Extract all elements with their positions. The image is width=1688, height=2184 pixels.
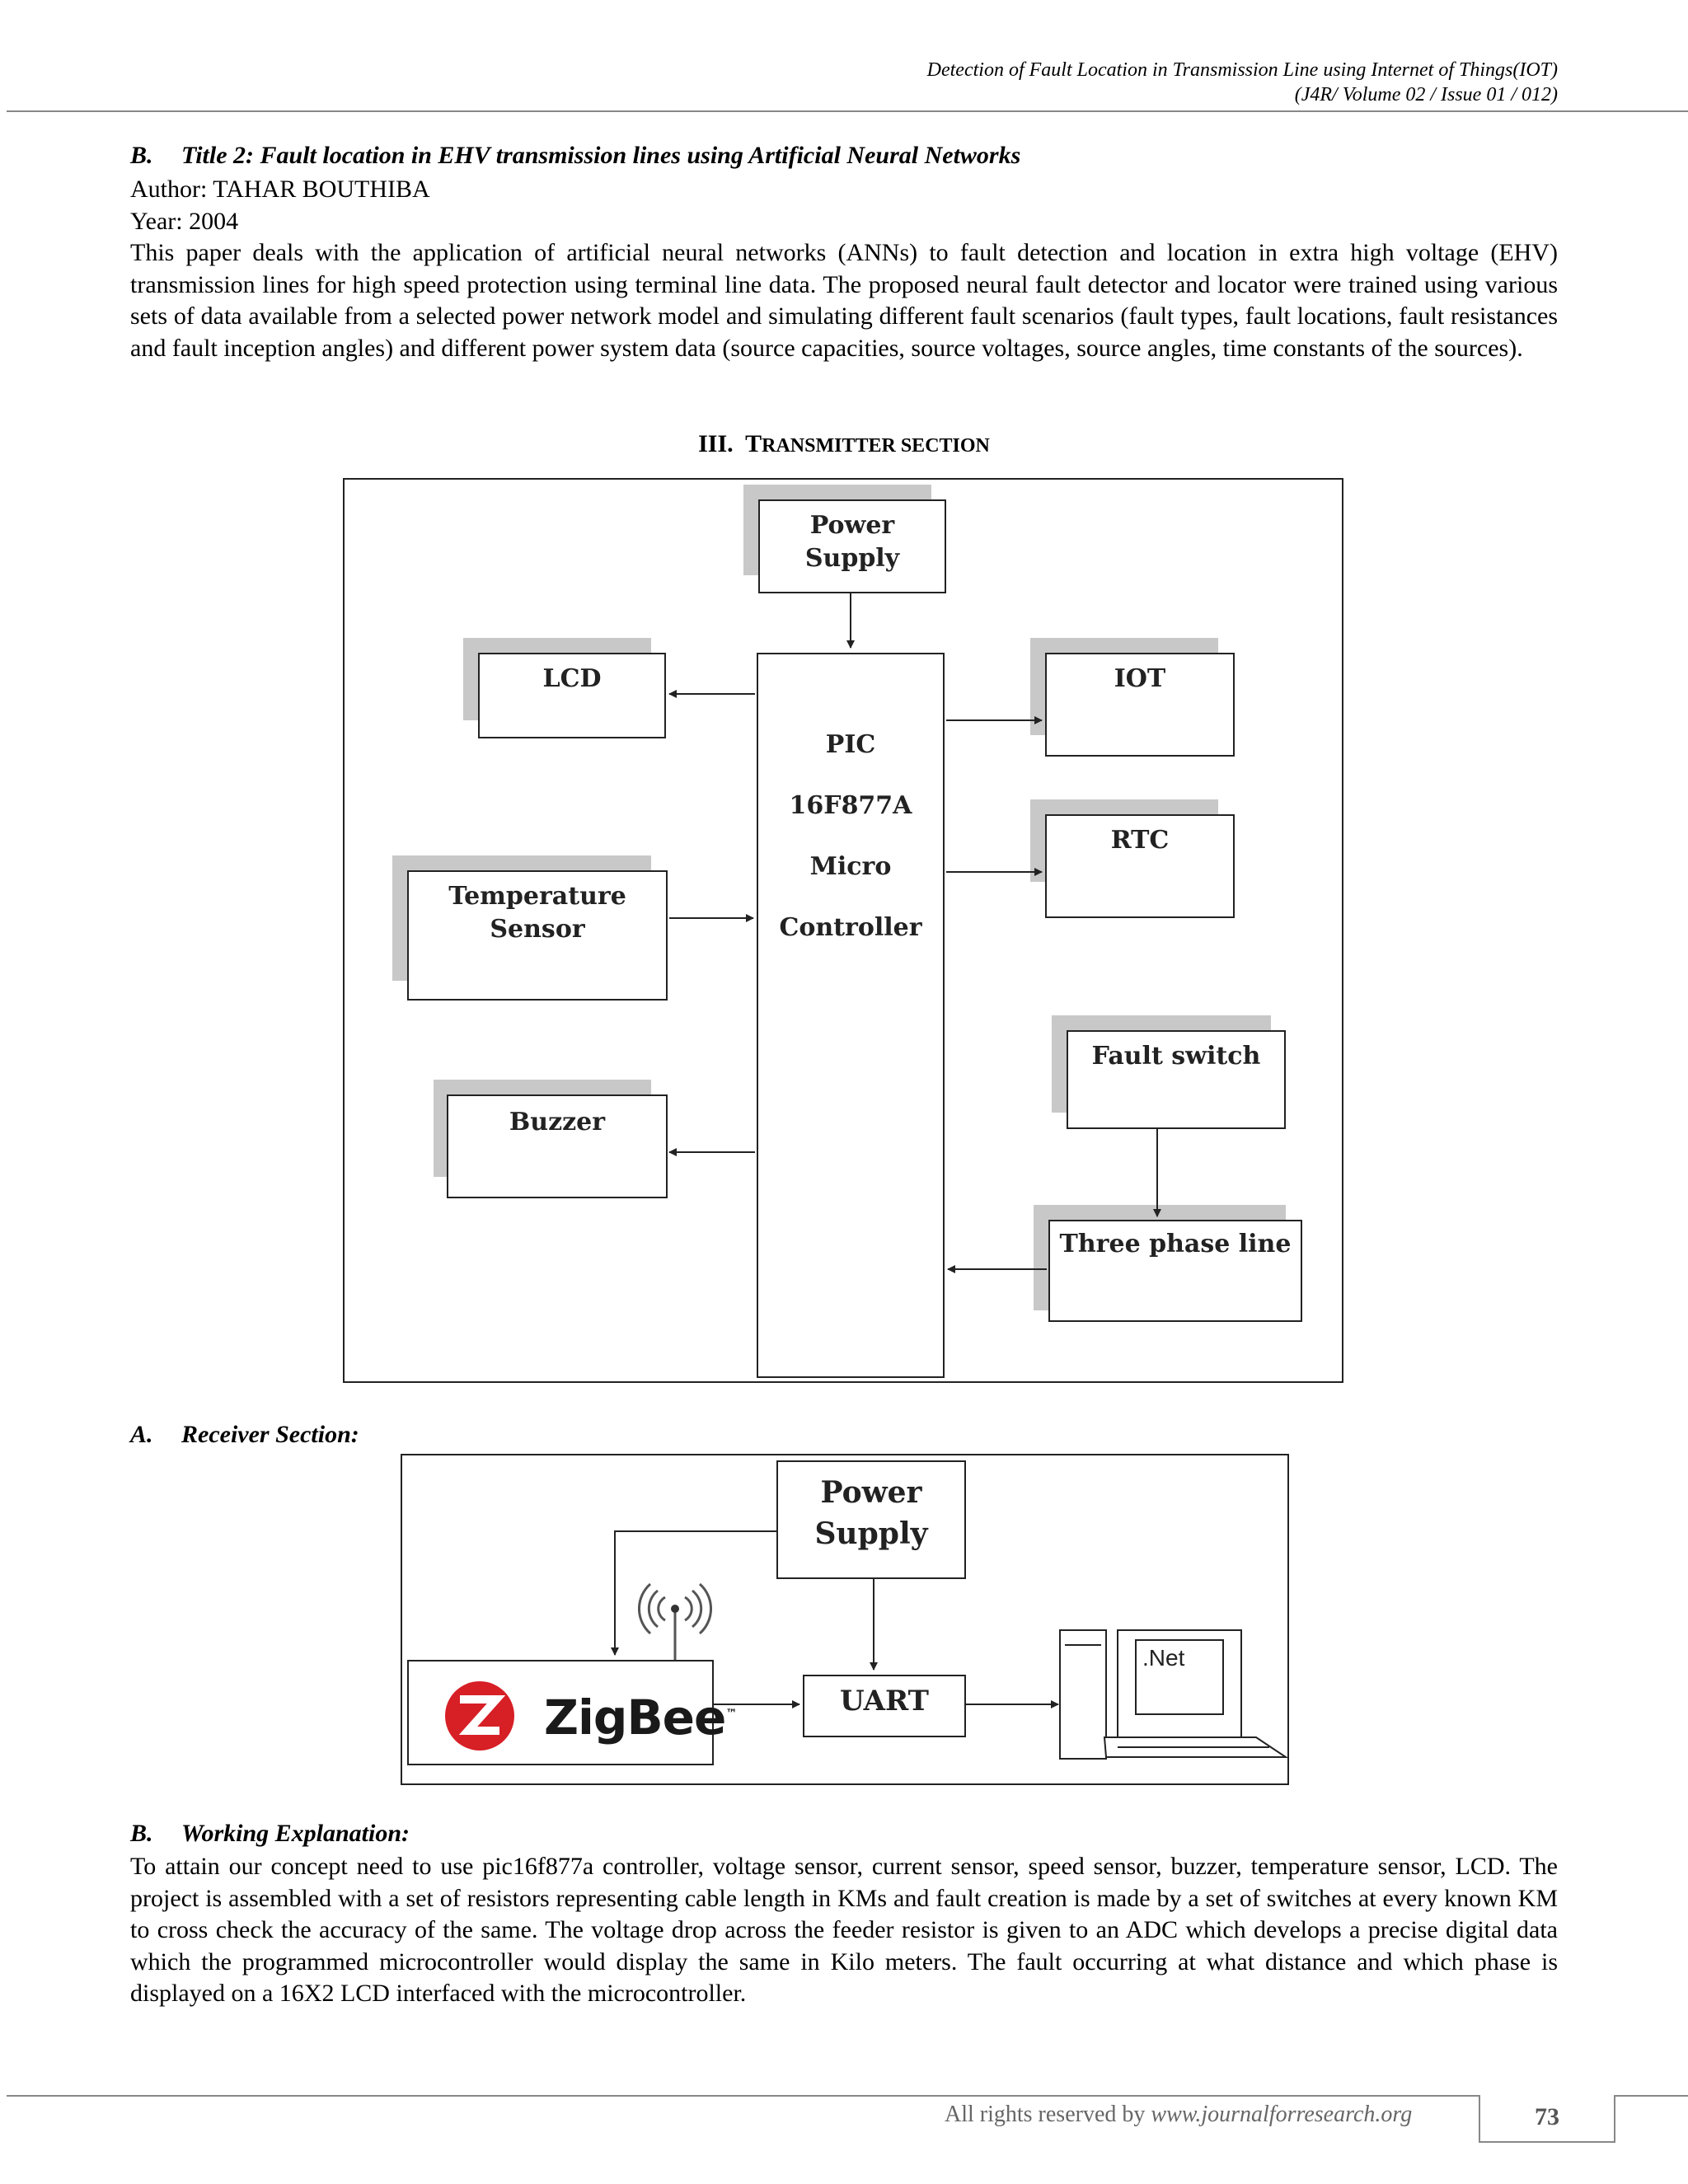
iot-label: IOT [1114, 664, 1166, 693]
computer-icon [1058, 1629, 1294, 1777]
footer-rule [7, 2095, 1479, 2097]
author-line: Author: TAHAR BOUTHIBA [130, 176, 430, 203]
section-number: B. [130, 142, 153, 169]
zigbee-logo-icon [445, 1681, 514, 1750]
antenna-drawing [638, 1582, 712, 1660]
pic-label-1: PIC [825, 730, 876, 759]
uart-box [803, 1675, 966, 1737]
buzzer-label: Buzzer [509, 1108, 606, 1137]
header-rule [7, 110, 1688, 112]
working-section-heading: B. Working Explanation: [130, 1820, 410, 1848]
arrow-power-to-zigbee [611, 1530, 776, 1656]
section-number: B. [130, 1820, 153, 1847]
footer-rights: All rights reserved by www.journalforres… [945, 2102, 1412, 2128]
year-line: Year: 2004 [130, 208, 239, 235]
power-supply-label-2: Supply [804, 544, 900, 573]
receiver-power-supply-box [776, 1460, 966, 1579]
section-number: III. [698, 430, 734, 457]
zigbee-z-mark [458, 1695, 506, 1735]
pic-label-2: 16F877A [789, 791, 912, 820]
transmitter-block-diagram [343, 478, 1343, 1383]
section-first-letter: T [745, 430, 762, 457]
antenna-icon [638, 1581, 712, 1660]
pic-microcontroller-box [757, 653, 945, 1378]
temperature-label-2: Sensor [490, 915, 585, 944]
zigbee-tm: ™ [725, 1707, 737, 1721]
zigbee-logo-text: ZigBee™ [544, 1690, 737, 1746]
three-phase-label: Three phase line [1059, 1230, 1292, 1258]
temperature-label-1: Temperature [448, 882, 626, 911]
running-header-issue: (J4R/ Volume 02 / Issue 01 / 012) [1294, 84, 1558, 105]
computer-drawing [1059, 1629, 1289, 1760]
pic-label-4: Controller [779, 913, 922, 942]
page-number-box [1479, 2095, 1615, 2143]
abstract-paragraph: This paper deals with the application of… [130, 237, 1558, 364]
rtc-box [1045, 814, 1235, 918]
fault-switch-box [1067, 1030, 1286, 1129]
section-title: Title 2: Fault location in EHV transmiss… [181, 142, 1021, 169]
receiver-section-heading: A. Receiver Section: [130, 1421, 359, 1449]
lcd-box [478, 653, 666, 738]
temperature-sensor-box [407, 870, 668, 1001]
running-header-title: Detection of Fault Location in Transmiss… [926, 59, 1558, 81]
three-phase-box [1048, 1220, 1302, 1322]
fault-switch-label: Fault switch [1091, 1042, 1261, 1071]
buzzer-box [447, 1094, 668, 1198]
section-title: Working Explanation: [181, 1820, 410, 1847]
iot-box [1045, 653, 1235, 757]
footer-site: www.journalforresearch.org [1151, 2102, 1413, 2127]
power-supply-label-1: Power [809, 511, 895, 540]
section-heading: B. Title 2: Fault location in EHV transmi… [130, 142, 1020, 170]
page-number: 73 [1535, 2103, 1559, 2130]
power-supply-box [758, 499, 946, 593]
footer-rule-right [1615, 2095, 1688, 2097]
working-text: To attain our concept need to use pic16f… [130, 1853, 1558, 2007]
footer-prefix: All rights reserved by [945, 2102, 1151, 2127]
abstract-text: This paper deals with the application of… [130, 239, 1558, 362]
section-number: A. [130, 1421, 153, 1448]
working-paragraph: To attain our concept need to use pic16f… [130, 1851, 1558, 2010]
receiver-power-label-1: Power [820, 1475, 922, 1510]
section-title: Receiver Section: [181, 1421, 359, 1448]
uart-label: UART [840, 1685, 929, 1718]
receiver-power-label-2: Supply [814, 1516, 928, 1551]
section-rest: RANSMITTER SECTION [762, 435, 990, 457]
receiver-block-diagram [401, 1454, 1289, 1785]
transmitter-section-heading: III. TRANSMITTER SECTION [0, 430, 1688, 458]
lcd-label: LCD [542, 664, 602, 693]
zigbee-text: ZigBee [544, 1690, 726, 1746]
pic-label-3: Micro [809, 852, 892, 881]
rtc-label: RTC [1110, 826, 1170, 855]
dotnet-label: .Net [1142, 1645, 1185, 1671]
